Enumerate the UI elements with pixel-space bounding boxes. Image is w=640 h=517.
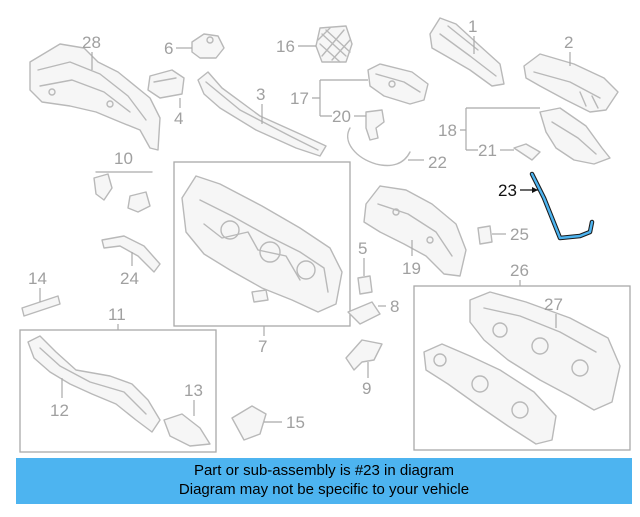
svg-text:26: 26 <box>510 261 529 280</box>
callout-7: 7 <box>258 326 267 356</box>
callout-15: 15 <box>264 413 305 432</box>
part-9-bracket[interactable] <box>345 339 383 371</box>
callout-11: 11 <box>108 305 126 330</box>
part-5-clip[interactable] <box>357 275 373 295</box>
callout-9: 9 <box>362 362 371 398</box>
callout-10: 10 <box>114 149 133 168</box>
part-20-clip[interactable] <box>365 109 385 141</box>
svg-text:20: 20 <box>332 107 351 126</box>
svg-text:4: 4 <box>174 109 183 128</box>
svg-text:15: 15 <box>286 413 305 432</box>
part-19-panel[interactable] <box>363 185 467 277</box>
svg-text:6: 6 <box>164 39 173 58</box>
svg-text:23: 23 <box>498 181 517 200</box>
part-4-block[interactable] <box>147 69 185 99</box>
part-10-group[interactable] <box>93 171 153 213</box>
svg-text:27: 27 <box>544 295 563 314</box>
callout-21: 21 <box>478 141 514 160</box>
info-banner: Part or sub-assembly is #23 in diagram D… <box>16 458 632 504</box>
callout-12: 12 <box>50 378 69 420</box>
part-13-gusset[interactable] <box>163 413 211 447</box>
svg-text:24: 24 <box>120 269 139 288</box>
svg-text:17: 17 <box>290 89 309 108</box>
svg-text:14: 14 <box>28 269 47 288</box>
svg-text:16: 16 <box>276 37 295 56</box>
banner-line-part: Part or sub-assembly is #23 in diagram <box>193 462 455 479</box>
part-17-panel[interactable] <box>367 63 429 105</box>
svg-text:19: 19 <box>402 259 421 278</box>
svg-text:3: 3 <box>256 85 265 104</box>
svg-text:5: 5 <box>358 239 367 258</box>
part-26-insulator[interactable] <box>423 343 557 445</box>
part-28-dash-panel-upper[interactable] <box>29 43 161 151</box>
svg-text:22: 22 <box>428 153 447 172</box>
callout-8: 8 <box>378 297 399 316</box>
svg-text:8: 8 <box>390 297 399 316</box>
callout-4: 4 <box>174 98 183 128</box>
part-6-bracket[interactable] <box>191 33 225 59</box>
svg-text:11: 11 <box>108 305 126 324</box>
part-14-strip[interactable] <box>21 295 61 317</box>
callout-26: 26 <box>510 261 529 286</box>
svg-text:13: 13 <box>184 381 203 400</box>
callout-18: 18 <box>438 107 540 151</box>
svg-text:18: 18 <box>438 121 457 140</box>
callout-25: 25 <box>492 225 529 244</box>
svg-text:1: 1 <box>468 17 477 36</box>
callout-24: 24 <box>120 252 139 288</box>
part-21-clip[interactable] <box>513 143 541 161</box>
part-7-box <box>173 161 351 327</box>
callout-27: 27 <box>544 295 563 328</box>
banner-line-disclaimer: Diagram may not be specific to your vehi… <box>178 481 470 498</box>
svg-text:12: 12 <box>50 401 69 420</box>
callout-20: 20 <box>332 107 366 126</box>
part-11-rail[interactable] <box>27 335 161 433</box>
callout-1: 1 <box>468 17 477 54</box>
part-1-cowl-top[interactable] <box>429 17 505 87</box>
part-3-cowl-bar[interactable] <box>197 71 327 157</box>
callout-13: 13 <box>184 381 203 416</box>
svg-text:2: 2 <box>564 33 573 52</box>
svg-text:21: 21 <box>478 141 497 160</box>
callout-28: 28 <box>82 33 101 70</box>
callout-16: 16 <box>276 37 316 56</box>
callout-6: 6 <box>164 39 192 58</box>
svg-text:25: 25 <box>510 225 529 244</box>
callout-23: 23 <box>498 181 538 200</box>
part-25-grommet[interactable] <box>477 225 493 245</box>
part-18-bracket[interactable] <box>539 107 611 165</box>
callout-17: 17 <box>290 79 368 117</box>
part-2-cowl-side[interactable] <box>523 53 619 113</box>
part-23-hose-highlighted[interactable] <box>529 171 595 241</box>
svg-text:7: 7 <box>258 337 267 356</box>
callout-5: 5 <box>358 239 367 276</box>
part-22-hose[interactable] <box>347 127 411 167</box>
svg-text:28: 28 <box>82 33 101 52</box>
part-15-bracket[interactable] <box>231 405 267 441</box>
callout-3: 3 <box>256 85 265 124</box>
svg-text:9: 9 <box>362 379 371 398</box>
callout-22: 22 <box>408 153 447 172</box>
part-27-insulator[interactable] <box>469 291 621 411</box>
callout-14: 14 <box>28 269 47 302</box>
part-16-grille[interactable] <box>315 25 353 63</box>
part-26-box <box>413 285 631 451</box>
part-7-dash-panel[interactable] <box>181 175 343 313</box>
part-8-bracket[interactable] <box>347 301 381 325</box>
callout-2: 2 <box>564 33 573 66</box>
callout-19: 19 <box>402 240 421 278</box>
part-24-rail[interactable] <box>101 235 161 273</box>
svg-text:10: 10 <box>114 149 133 168</box>
